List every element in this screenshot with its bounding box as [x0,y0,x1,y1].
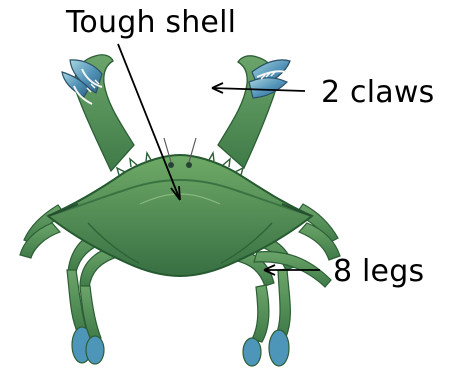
claws-label: 2 claws [321,78,434,108]
tough-shell-label: Tough shell [66,8,236,38]
crab-claws [62,55,290,171]
legs-label: 8 legs [333,257,424,287]
